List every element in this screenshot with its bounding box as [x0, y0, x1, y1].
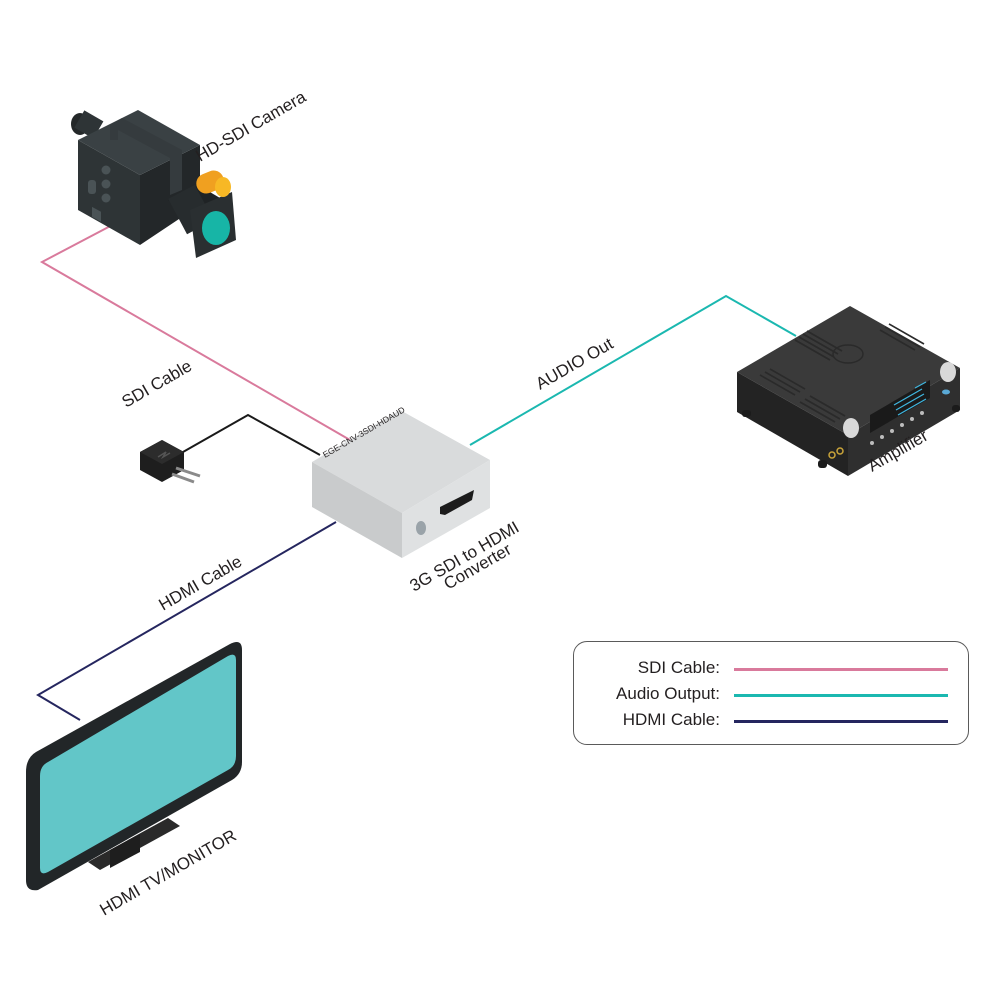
- power-cable-line: [182, 413, 321, 456]
- amplifier: [737, 306, 960, 476]
- camera-lens: [202, 211, 230, 245]
- legend-item-hdmi: HDMI Cable:: [574, 708, 968, 732]
- legend-item-sdi: SDI Cable:: [574, 656, 968, 680]
- hd-sdi-camera: [71, 110, 236, 258]
- amplifier-vents: [759, 323, 925, 423]
- legend-swatch: [734, 694, 948, 697]
- hdmi-port: [440, 490, 474, 515]
- sdi-hdmi-converter: [312, 410, 490, 558]
- converter-top: [312, 410, 490, 513]
- hdmi-cable-line: [36, 521, 337, 721]
- amplifier-selector-knob[interactable]: [940, 362, 956, 382]
- legend-label: Audio Output:: [616, 684, 720, 703]
- camera-label: HD-SDI Camera: [193, 87, 310, 166]
- sdi-cable-line: [39, 221, 351, 441]
- camera-light: [196, 170, 231, 197]
- status-led: [416, 521, 426, 535]
- legend-item-audio: Audio Output:: [574, 682, 968, 706]
- converter-front: [312, 462, 402, 558]
- legend-label: HDMI Cable:: [622, 710, 720, 729]
- power-adapter: [140, 440, 201, 484]
- amplifier-side: [737, 372, 848, 476]
- camera-body-top: [78, 110, 200, 175]
- monitor-screen: [40, 654, 236, 874]
- legend-swatch: [734, 668, 948, 671]
- camera-handle: [110, 118, 182, 195]
- amplifier-volume-knob[interactable]: [843, 418, 859, 438]
- audio-cable-line: [469, 294, 797, 446]
- cable-legend: SDI Cable: Audio Output: HDMI Cable:: [573, 641, 969, 745]
- amplifier-buttons: [870, 411, 924, 445]
- amplifier-front: [848, 368, 960, 476]
- camera-button: [101, 193, 111, 203]
- lightning-bolt-icon: [157, 451, 171, 460]
- sdi-cable-label: SDI Cable: [119, 356, 196, 411]
- camera-button: [101, 179, 111, 189]
- legend-label: SDI Cable:: [637, 658, 720, 677]
- hdmi-monitor: [26, 642, 242, 891]
- legend-swatch: [734, 720, 948, 723]
- camera-button: [101, 165, 111, 175]
